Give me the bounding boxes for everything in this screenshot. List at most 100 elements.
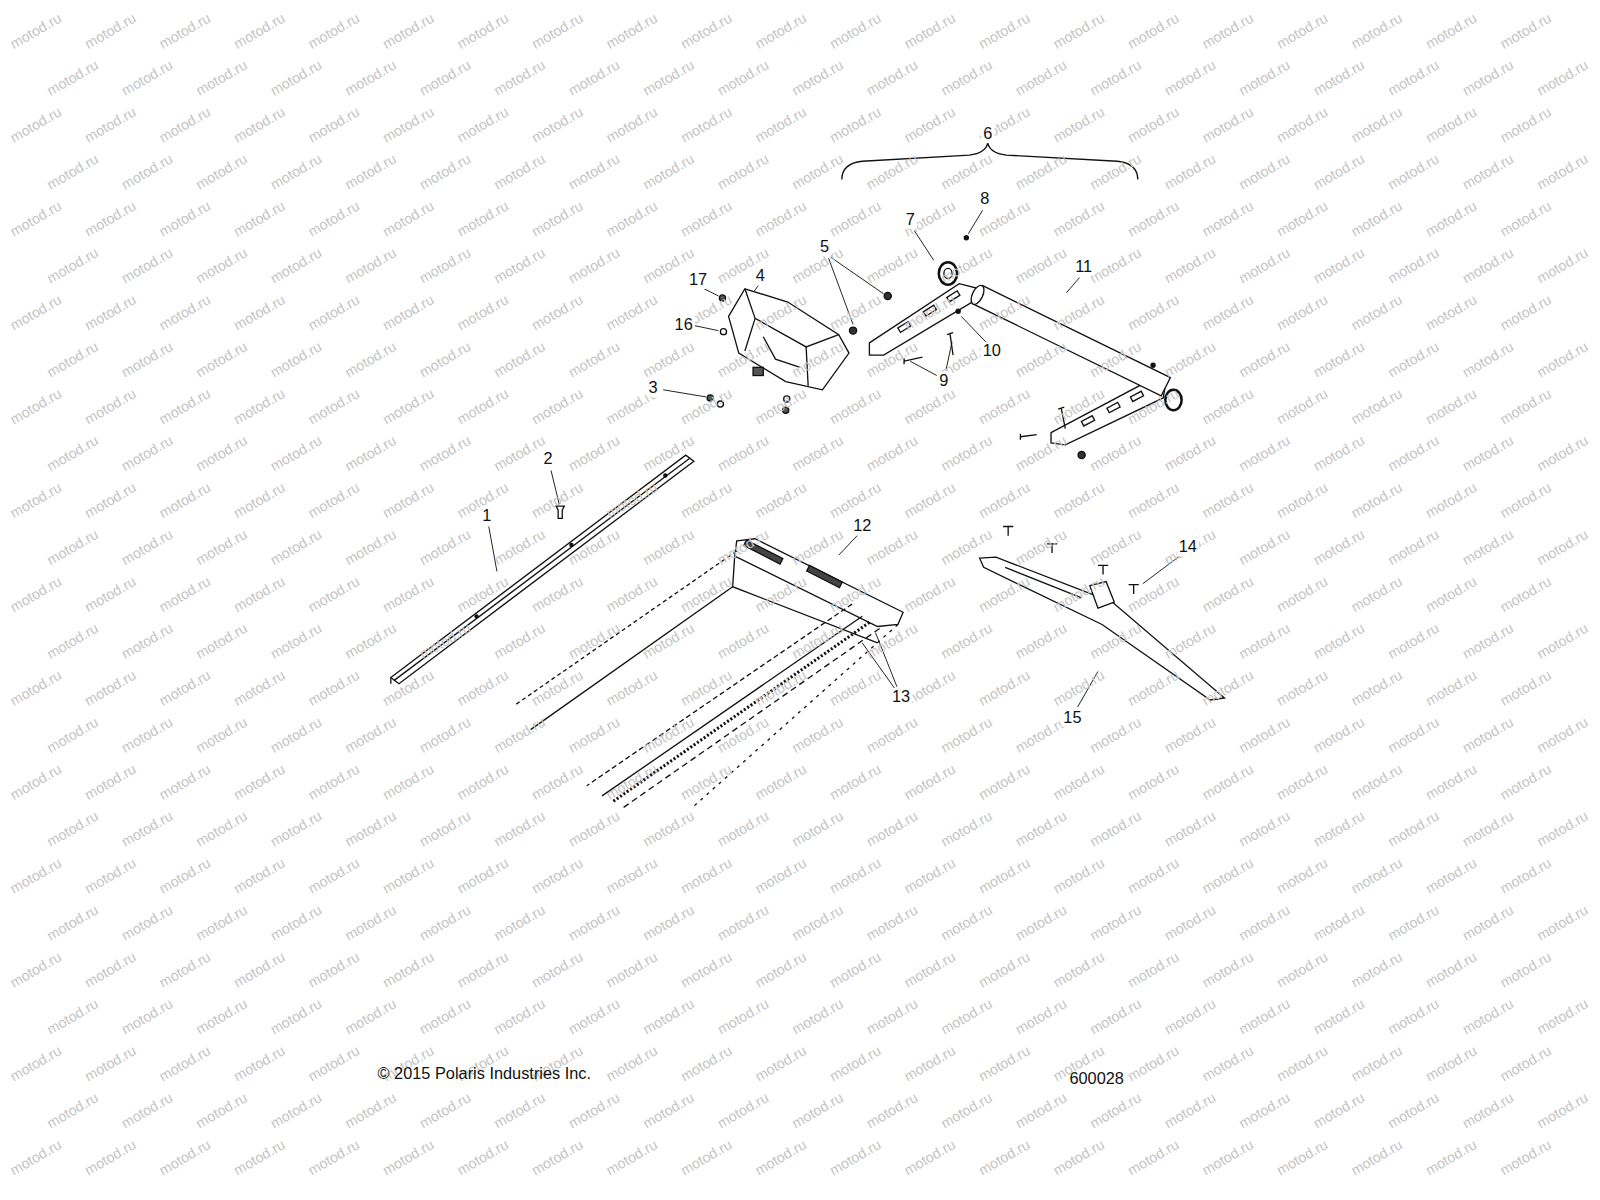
watermark: motod.ru: [82, 667, 139, 709]
watermark: motod.ru: [1534, 338, 1591, 380]
watermark: motod.ru: [193, 1089, 250, 1131]
watermark: motod.ru: [1385, 714, 1442, 756]
callout-number: 5: [818, 238, 831, 256]
watermark: motod.ru: [938, 807, 995, 849]
watermark: motod.ru: [193, 244, 250, 286]
watermark: motod.ru: [1274, 9, 1331, 51]
watermark: motod.ru: [7, 197, 64, 239]
watermark: motod.ru: [976, 1136, 1033, 1178]
watermark: motod.ru: [1199, 854, 1256, 896]
watermark: motod.ru: [156, 479, 213, 521]
watermark: motod.ru: [714, 620, 771, 662]
watermark: motod.ru: [976, 479, 1033, 521]
watermark: motod.ru: [1050, 291, 1107, 333]
watermark: motod.ru: [603, 291, 660, 333]
watermark: motod.ru: [231, 197, 288, 239]
watermark: motod.ru: [1534, 620, 1591, 662]
watermark: motod.ru: [827, 667, 884, 709]
callout-number: 4: [754, 267, 767, 285]
watermark: motod.ru: [1385, 244, 1442, 286]
watermark: motod.ru: [1459, 620, 1516, 662]
watermark: motod.ru: [678, 573, 735, 615]
watermark: motod.ru: [491, 901, 548, 943]
watermark: motod.ru: [7, 760, 64, 802]
watermark: motod.ru: [529, 103, 586, 145]
watermark: motod.ru: [1423, 197, 1480, 239]
watermark: motod.ru: [529, 667, 586, 709]
watermark: motod.ru: [7, 1042, 64, 1084]
watermark: motod.ru: [454, 760, 511, 802]
watermark: motod.ru: [938, 714, 995, 756]
watermark: motod.ru: [44, 56, 101, 98]
watermark: motod.ru: [267, 995, 324, 1037]
watermark: motod.ru: [1161, 995, 1218, 1037]
watermark: motod.ru: [416, 150, 473, 192]
panel-part: [516, 539, 903, 808]
watermark: motod.ru: [156, 9, 213, 51]
watermark: motod.ru: [1050, 948, 1107, 990]
callout-number: 3: [646, 379, 659, 397]
watermark: motod.ru: [1274, 948, 1331, 990]
watermark: motod.ru: [1534, 995, 1591, 1037]
watermark: motod.ru: [714, 901, 771, 943]
watermark: motod.ru: [1012, 995, 1069, 1037]
watermark: motod.ru: [1199, 385, 1256, 427]
watermark: motod.ru: [1050, 479, 1107, 521]
watermark: motod.ru: [901, 385, 958, 427]
watermark: motod.ru: [640, 338, 697, 380]
watermark: motod.ru: [491, 1089, 548, 1131]
watermark: motod.ru: [454, 1136, 511, 1178]
callout-number: 1: [480, 506, 493, 524]
watermark: motod.ru: [1125, 9, 1182, 51]
watermark: motod.ru: [1497, 385, 1554, 427]
watermark: motod.ru: [1050, 667, 1107, 709]
callout-number: 15: [1061, 708, 1083, 726]
watermark: motod.ru: [529, 9, 586, 51]
watermark: motod.ru: [1534, 526, 1591, 568]
watermark: motod.ru: [7, 1136, 64, 1178]
watermark: motod.ru: [305, 103, 362, 145]
leader-line: [1066, 278, 1079, 293]
watermark: motod.ru: [7, 9, 64, 51]
watermark: motod.ru: [789, 150, 846, 192]
watermark: motod.ru: [1274, 1136, 1331, 1178]
watermark: motod.ru: [603, 948, 660, 990]
watermark: motod.ru: [827, 479, 884, 521]
watermark: motod.ru: [640, 901, 697, 943]
watermark: motod.ru: [640, 526, 697, 568]
watermark: motod.ru: [1348, 667, 1405, 709]
watermark: motod.ru: [118, 244, 175, 286]
watermark: motod.ru: [1087, 901, 1144, 943]
watermark: motod.ru: [156, 948, 213, 990]
watermark: motod.ru: [1534, 150, 1591, 192]
watermark: motod.ru: [193, 901, 250, 943]
watermark: motod.ru: [1087, 244, 1144, 286]
watermark: motod.ru: [44, 714, 101, 756]
watermark: motod.ru: [1459, 150, 1516, 192]
watermark: motod.ru: [44, 244, 101, 286]
watermark: motod.ru: [118, 995, 175, 1037]
watermark: motod.ru: [976, 948, 1033, 990]
watermark: motod.ru: [1199, 9, 1256, 51]
watermark: motod.ru: [1012, 901, 1069, 943]
watermark: motod.ru: [491, 338, 548, 380]
watermark: motod.ru: [342, 714, 399, 756]
watermark: motod.ru: [529, 479, 586, 521]
watermark: motod.ru: [1310, 150, 1367, 192]
watermark: motod.ru: [231, 479, 288, 521]
watermark: motod.ru: [1385, 338, 1442, 380]
watermark: motod.ru: [1310, 244, 1367, 286]
watermark: motod.ru: [1125, 667, 1182, 709]
watermark: motod.ru: [1348, 573, 1405, 615]
watermark: motod.ru: [1423, 1042, 1480, 1084]
watermark: motod.ru: [1274, 760, 1331, 802]
callout-number: 6: [981, 125, 994, 143]
leader-line: [910, 361, 937, 375]
watermark: motod.ru: [1497, 1042, 1554, 1084]
watermark: motod.ru: [1050, 854, 1107, 896]
watermark: motod.ru: [156, 291, 213, 333]
watermark: motod.ru: [1497, 667, 1554, 709]
watermark: motod.ru: [789, 56, 846, 98]
watermark: motod.ru: [44, 526, 101, 568]
watermark: motod.ru: [118, 807, 175, 849]
